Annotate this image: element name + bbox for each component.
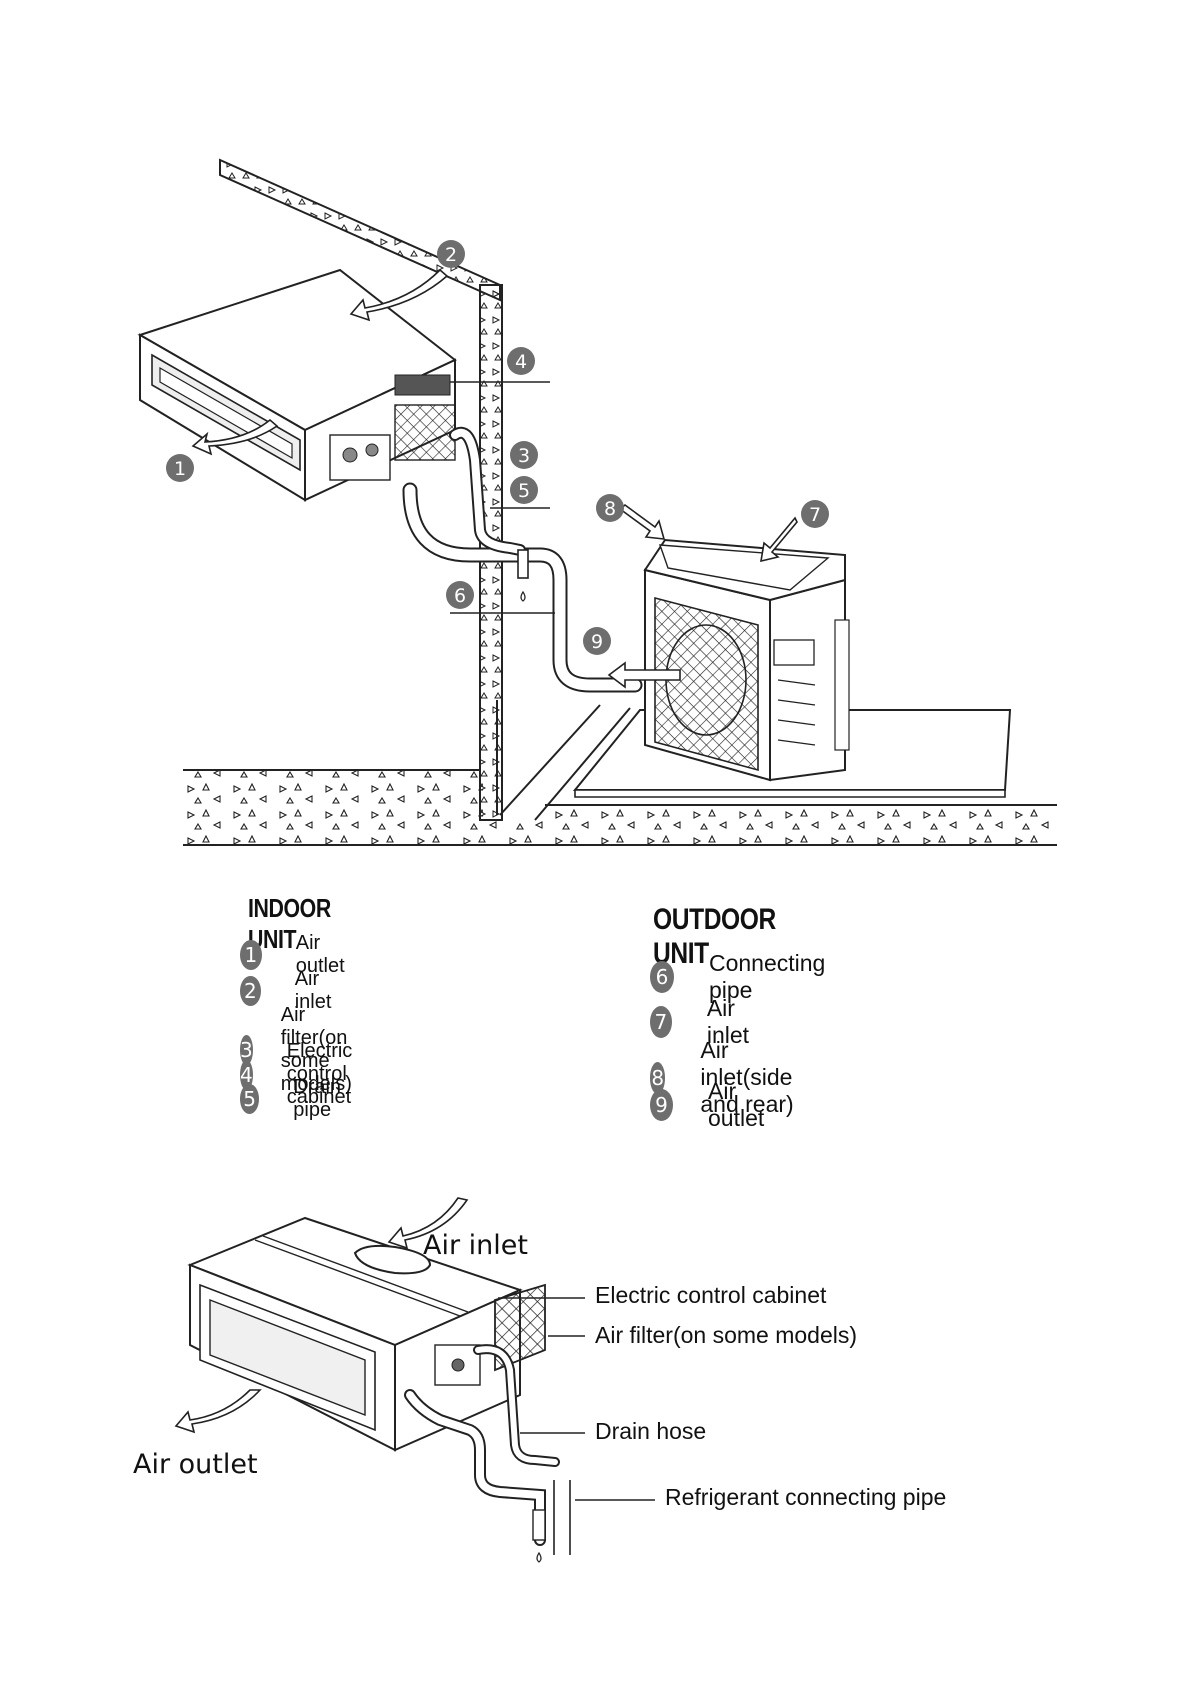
outdoor-legend-item: 8 Air inlet(side and rear) bbox=[650, 1037, 809, 1118]
badge-8: 8 bbox=[596, 494, 624, 522]
legend-badge: 3 bbox=[240, 1035, 253, 1065]
connecting-pipe bbox=[402, 426, 643, 693]
legend-badge: 5 bbox=[240, 1084, 260, 1114]
badge-3: 3 bbox=[510, 441, 538, 469]
svg-text:3: 3 bbox=[518, 445, 530, 467]
leader-lines bbox=[450, 381, 555, 614]
legend-label: Air filter(on some models) bbox=[280, 1004, 352, 1095]
indoor-legend-item: 5 Drain pipe bbox=[240, 1076, 352, 1122]
indoor-legend-item: 1 Air outlet bbox=[240, 932, 353, 978]
badge-4: 4 bbox=[507, 347, 535, 375]
detail-flow-arrows bbox=[174, 1197, 469, 1434]
svg-text:5: 5 bbox=[518, 480, 530, 502]
legend-badge: 7 bbox=[650, 1006, 672, 1038]
legend-label: Connecting pipe bbox=[708, 950, 826, 1003]
legend-badge: 2 bbox=[240, 976, 261, 1006]
label-air-outlet: Air outlet bbox=[133, 1449, 258, 1480]
legend-label: Electric control cabinet bbox=[286, 1040, 353, 1108]
badge-1: 1 bbox=[166, 454, 194, 482]
legend-label: Air outlet bbox=[295, 932, 345, 977]
indoor-legend-item: 3 Air filter(on some models) bbox=[240, 1004, 369, 1096]
badge-9: 9 bbox=[583, 627, 611, 655]
svg-text:4: 4 bbox=[515, 351, 527, 373]
outdoor-unit bbox=[643, 538, 850, 782]
legend-badge: 8 bbox=[650, 1061, 666, 1094]
installation-diagram: 1 2 3 4 5 6 7 8 bbox=[137, 158, 1057, 846]
detail-unit-body bbox=[187, 1216, 546, 1452]
outdoor-legend-item: 6 Connecting pipe bbox=[650, 950, 833, 1004]
outdoor-legend-item: 9 Air outlet bbox=[650, 1078, 773, 1132]
outdoor-legend-item: 7 Air inlet bbox=[650, 995, 759, 1049]
legend-badge: 4 bbox=[240, 1059, 253, 1090]
detail-pipes bbox=[404, 1344, 571, 1563]
svg-text:8: 8 bbox=[604, 498, 616, 520]
flow-arrows bbox=[191, 268, 798, 689]
indoor-unit-detail-diagram bbox=[174, 1197, 655, 1563]
label-air-inlet: Air inlet bbox=[423, 1230, 528, 1261]
svg-text:9: 9 bbox=[591, 631, 603, 653]
badge-6: 6 bbox=[446, 581, 474, 609]
legend-badge: 1 bbox=[240, 940, 262, 970]
label-refrigerant-connecting-pipe: Refrigerant connecting pipe bbox=[665, 1484, 947, 1510]
legend-label: Air outlet bbox=[708, 1078, 765, 1131]
indoor-legend-item: 4 Electric control cabinet bbox=[240, 1040, 370, 1109]
badge-5: 5 bbox=[510, 476, 538, 504]
indoor-legend-item: 2 Air inlet bbox=[240, 968, 341, 1014]
legend-label: Drain pipe bbox=[293, 1076, 342, 1121]
svg-text:7: 7 bbox=[809, 504, 821, 526]
label-drain-hose: Drain hose bbox=[595, 1418, 707, 1444]
svg-text:2: 2 bbox=[445, 244, 457, 266]
ceiling-slab bbox=[219, 158, 501, 302]
outdoor-legend-title: OUTDOOR UNIT bbox=[653, 903, 776, 970]
label-air-filter: Air filter(on some models) bbox=[595, 1322, 858, 1348]
badge-7: 7 bbox=[801, 500, 829, 528]
svg-text:1: 1 bbox=[174, 458, 186, 480]
legend-label: Air inlet bbox=[706, 995, 750, 1048]
ground bbox=[183, 769, 1057, 846]
legend-label: Air inlet bbox=[294, 968, 332, 1013]
legend-badge: 6 bbox=[650, 961, 674, 993]
label-electric-control-cabinet: Electric control cabinet bbox=[595, 1282, 827, 1308]
legend-badge: 9 bbox=[650, 1089, 673, 1121]
svg-text:6: 6 bbox=[454, 585, 466, 607]
legend-label: Air inlet(side and rear) bbox=[700, 1037, 794, 1117]
drain-pipe bbox=[517, 549, 529, 602]
badge-2: 2 bbox=[437, 240, 465, 268]
detail-leader-lines bbox=[498, 1297, 655, 1501]
